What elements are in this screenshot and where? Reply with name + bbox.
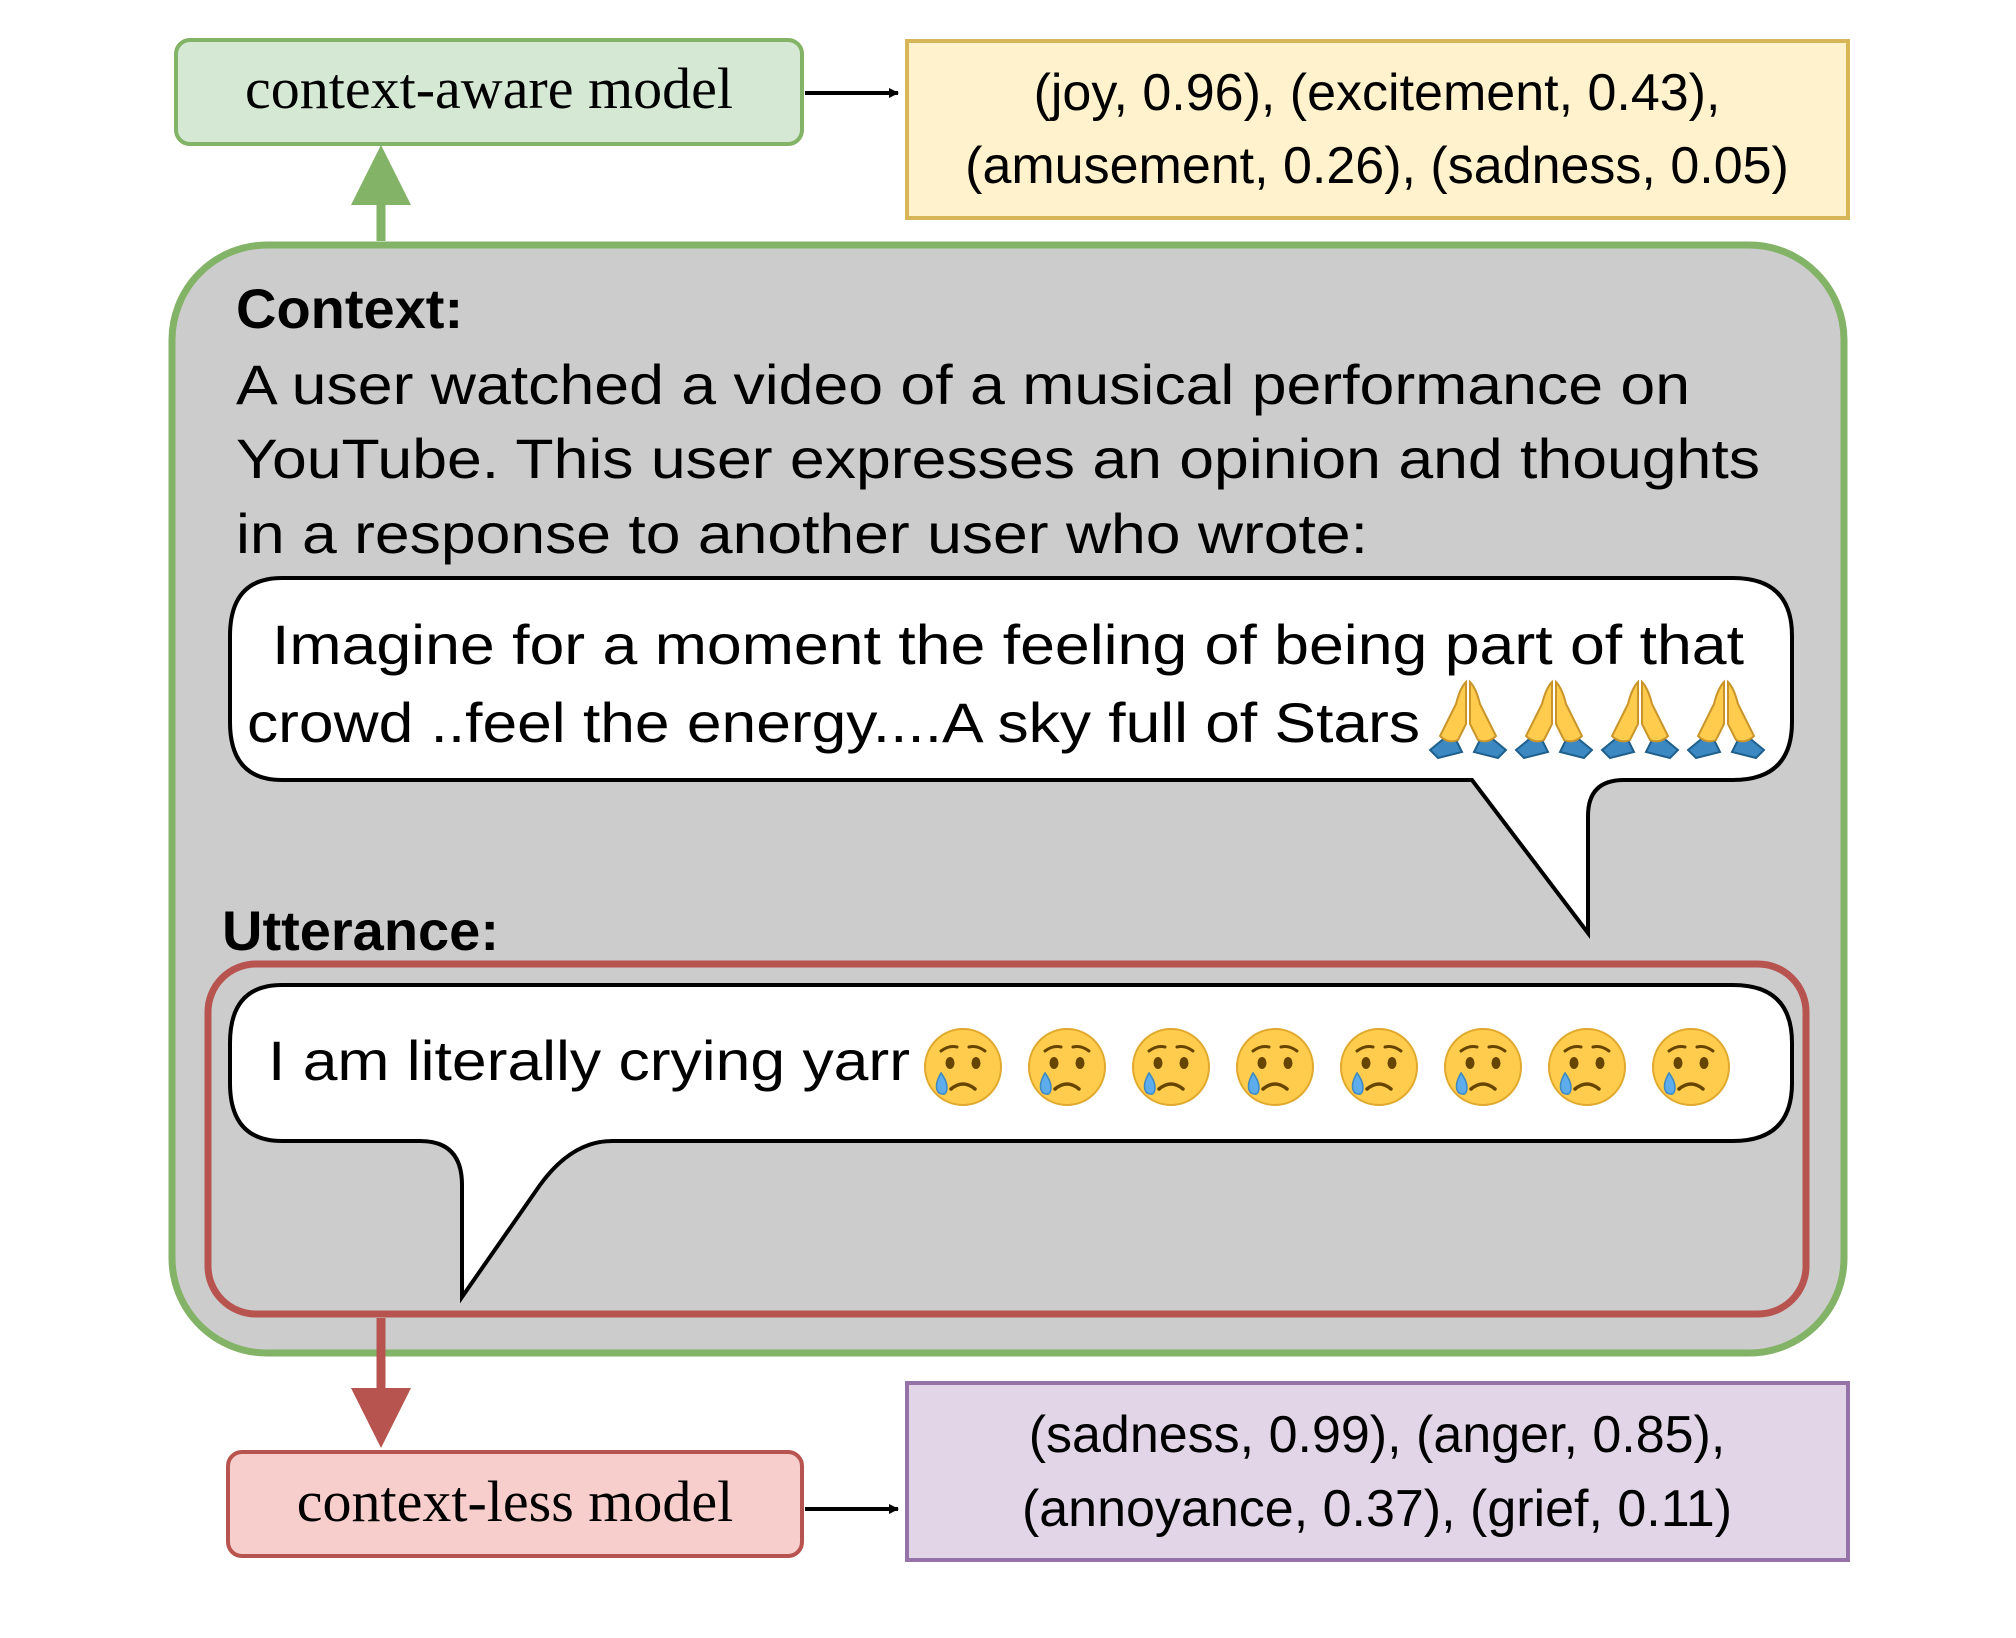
context-aware-output-line1: (joy, 0.96), (excitement, 0.43), — [1034, 64, 1721, 122]
context-heading: Context: — [236, 277, 463, 340]
crying-face-icon — [1236, 1028, 1314, 1106]
praying-hands-icon — [1514, 679, 1594, 760]
crying-face-icon — [1444, 1028, 1522, 1106]
context-less-model-label: context-less model — [297, 1469, 734, 1534]
crying-face-icon — [1652, 1028, 1730, 1106]
praying-hands-group — [1428, 679, 1766, 760]
context-aware-model-box — [174, 38, 804, 146]
context-speech-bubble — [228, 576, 1794, 939]
utterance-text: I am literally crying yarr — [268, 1029, 910, 1092]
context-bubble-line1: Imagine for a moment the feeling of bein… — [272, 613, 1744, 676]
praying-hands-icon — [1600, 679, 1680, 760]
crying-face-icon — [924, 1028, 1002, 1106]
context-aware-output-box — [905, 39, 1850, 220]
praying-hands-icon — [1686, 679, 1766, 760]
crying-face-icon — [1132, 1028, 1210, 1106]
context-aware-output-line2: (amusement, 0.26), (sadness, 0.05) — [965, 137, 1789, 195]
context-text-line1: A user watched a video of a musical perf… — [236, 353, 1690, 416]
context-aware-model-label: context-aware model — [245, 56, 733, 121]
crying-face-icon — [1340, 1028, 1418, 1106]
context-less-output-box — [905, 1381, 1850, 1562]
context-bubble-line2: crowd ..feel the energy....A sky full of… — [247, 691, 1420, 754]
crying-faces-group — [924, 1028, 1730, 1106]
red-arrow-head — [351, 1388, 411, 1448]
context-less-output-line2: (annoyance, 0.37), (grief, 0.11) — [1022, 1480, 1732, 1538]
crying-face-icon — [1028, 1028, 1106, 1106]
context-less-model-box — [226, 1450, 804, 1558]
context-text-line2: YouTube. This user expresses an opinion … — [236, 427, 1760, 490]
praying-hands-icon — [1428, 679, 1508, 760]
context-less-output-line1: (sadness, 0.99), (anger, 0.85), — [1029, 1406, 1726, 1464]
crying-face-icon — [1548, 1028, 1626, 1106]
utterance-heading: Utterance: — [222, 899, 499, 962]
green-arrow-head — [351, 145, 411, 205]
context-text-line3: in a response to another user who wrote: — [236, 502, 1368, 565]
